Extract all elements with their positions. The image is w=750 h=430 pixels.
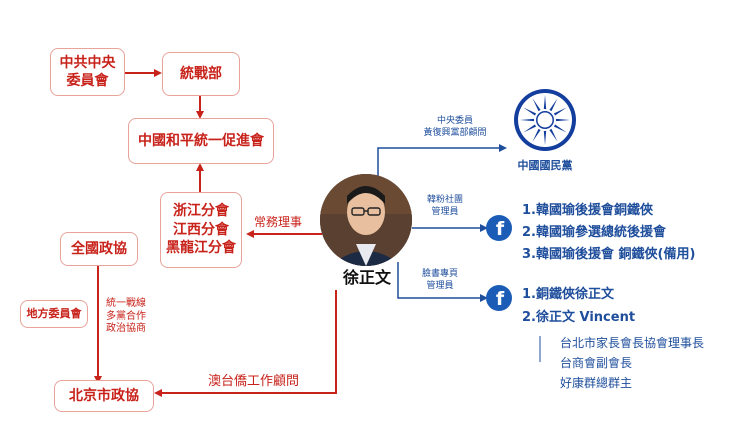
standing-director-label: 常務理事 [254,215,303,229]
fan-group-item-2: 2.韓國瑜參選總統後援會 [522,225,666,240]
united-front-note: 統一戰線 多黨合作 政治協商 [106,298,146,336]
kmt-ray [543,129,547,145]
united-front-dept-label: 統戰部 [180,65,222,82]
kmt-name: 中國國民黨 [517,159,573,172]
fan-page-item-2: 2.徐正文 Vincent [522,310,636,325]
branch-heilongjiang: 黑龍江分會 [166,240,236,257]
facebook-icon-pages: f [486,285,512,311]
fan-page-item-1: 1.銅鐵俠徐正文 [522,287,614,302]
arrow-person-to-beijing-cppcc [154,290,337,397]
beijing-cppcc-label: 北京市政協 [69,387,139,404]
fan-group-item-1: 1.韓國瑜後援會銅鐵俠 [522,203,653,218]
other-role-2: 台商會副會長 [560,356,633,370]
fan-groups-role-label: 韓粉社團 管理員 [420,194,470,218]
national-cppcc-label: 全國政協 [71,240,127,257]
other-role-3: 好康群總群主 [560,376,633,390]
arrow-person-to-kmt [377,144,507,182]
ccp-line-1: 中共中央 [59,54,116,71]
kmt-ray [548,127,558,142]
fan-groups-list: 1.韓國瑜後援會銅鐵俠 2.韓國瑜參選總統後援會 3.韓國瑜後援會 銅鐵俠(備用… [522,200,695,266]
kmt-ray [523,123,538,133]
fan-group-item-3: 3.韓國瑜後援會 銅鐵俠(備用) [522,247,696,262]
local-committee-label: 地方委員會 [26,306,82,320]
peaceful-reunification-box: 中國和平統一促進會 [128,118,274,164]
united-front-note-line-1: 統一戰線 [106,298,146,309]
kmt-ray [554,118,570,122]
branches-box: 浙江分會 江西分會 黑龍江分會 [160,192,242,268]
beijing-cppcc-box: 北京市政協 [54,380,154,412]
person-name: 徐正文 [342,268,391,287]
fan-pages-role-line-1: 臉書專頁 [421,269,458,279]
fan-pages-list: 1.銅鐵俠徐正文 2.徐正文 Vincent [522,283,635,329]
fan-groups-role-line-2: 管理員 [431,207,459,218]
hk-macau-adviser-label: 澳台僑工作顧問 [208,374,300,389]
kmt-emblem-icon [514,89,576,151]
kmt-role-label: 中央委員 黃復興黨部顧問 [410,115,500,139]
branch-zhejiang: 浙江分會 [173,202,229,219]
kmt-role-line-1: 中央委員 [436,116,473,126]
fan-groups-role-line-1: 韓粉社團 [426,195,463,205]
kmt-ray [552,123,567,133]
kmt-ray [532,98,542,113]
local-committee-box: 地方委員會 [20,300,88,328]
ccp-line-2: 委員會 [66,73,109,89]
kmt-ray [543,95,547,111]
svg-text:f: f [496,288,505,310]
kmt-ray [548,98,558,113]
other-role-1: 台北市家長會長協會理事長 [560,336,705,350]
person-photo [320,174,412,266]
united-front-dept-box: 統戰部 [162,52,240,96]
united-front-note-line-2: 多黨合作 [106,310,146,322]
kmt-ray [520,118,536,122]
kmt-ray [532,127,542,142]
peaceful-reunification-label: 中國和平統一促進會 [138,132,264,149]
united-front-note-line-3: 政治協商 [106,323,146,334]
fan-pages-role-line-2: 管理員 [426,281,454,292]
arrow-person-to-fan-pages [397,262,488,302]
facebook-icon-groups: f [486,215,512,241]
ccp-central-committee-box: 中共中央 委員會 [50,48,125,96]
svg-text:f: f [496,218,505,240]
national-cppcc-box: 全國政協 [60,232,138,266]
kmt-ray [552,107,567,117]
kmt-ray [523,107,538,117]
other-roles-list: 台北市家長會長協會理事長 台商會副會長 好康群總群主 [560,333,704,393]
branch-jiangxi: 江西分會 [173,221,229,238]
kmt-role-line-2: 黃復興黨部顧問 [423,128,487,139]
fan-pages-role-label: 臉書專頁 管理員 [415,268,465,292]
